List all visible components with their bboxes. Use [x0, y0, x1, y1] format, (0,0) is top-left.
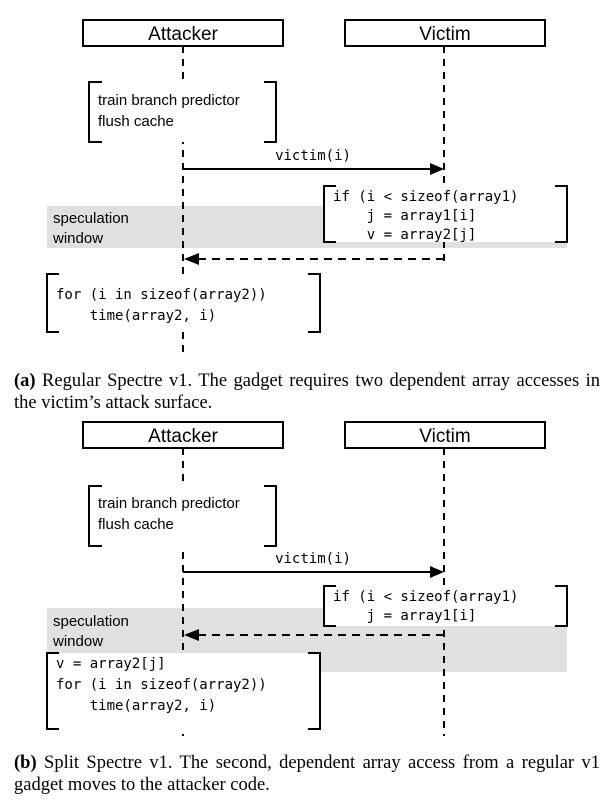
victim-code-line-1: if (i < sizeof(array1): [333, 189, 518, 205]
speculation-label-line-1: speculation: [53, 613, 129, 630]
attacker-prep-line-1: train branch predictor: [98, 92, 240, 109]
return-arrow-head: [184, 629, 199, 641]
attacker-code-box: [46, 273, 321, 333]
speculation-label-line-2: window: [52, 230, 103, 247]
call-arrow-head: [430, 566, 444, 578]
attacker-header-label: Attacker: [148, 24, 218, 45]
figure-b-diagram: Attacker Victim train branch predictor f…: [46, 421, 568, 736]
victim-header-label: Victim: [419, 24, 470, 45]
attacker-header-label: Attacker: [148, 426, 218, 447]
figure-a-caption: (a) Regular Spectre v1. The gadget requi…: [14, 370, 600, 414]
return-arrow-head: [184, 253, 199, 265]
figure-b-caption-tag: (b): [14, 753, 37, 773]
victim-header-box: [344, 421, 546, 449]
victim-code-box: [323, 585, 568, 627]
victim-code-line-3: v = array2[j]: [333, 227, 476, 243]
speculation-label-line-1: speculation: [53, 210, 129, 227]
attacker-code-line-3: time(array2, i): [56, 698, 216, 714]
figure-a-caption-tag: (a): [14, 371, 36, 391]
attacker-prep-box: [88, 81, 277, 143]
call-arrow-label: victim(i): [275, 148, 351, 164]
figure-a-caption-text: Regular Spectre v1. The gadget requires …: [14, 371, 601, 413]
victim-code-line-2: j = array1[i]: [333, 608, 476, 624]
attacker-code-line-1: for (i in sizeof(array2)): [56, 287, 267, 303]
figure-a-diagram: Attacker Victim train branch predictor f…: [46, 19, 568, 355]
attacker-prep-line-2: flush cache: [98, 113, 174, 130]
attacker-code-line-1: v = array2[j]: [56, 656, 166, 672]
attacker-prep-line-1: train branch predictor: [98, 495, 240, 512]
attacker-header-box: [82, 421, 284, 449]
attacker-code-box: [46, 652, 321, 730]
speculation-label-line-2: window: [52, 633, 103, 650]
victim-code-box: [323, 185, 568, 243]
attacker-code-line-2: for (i in sizeof(array2)): [56, 677, 267, 693]
figure-b-caption: (b) Split Spectre v1. The second, depend…: [14, 752, 600, 796]
attacker-code-line-2: time(array2, i): [56, 308, 216, 324]
attacker-prep-box: [88, 485, 277, 547]
victim-code-line-1: if (i < sizeof(array1): [333, 589, 518, 605]
attacker-header-box: [82, 19, 284, 47]
attacker-prep-line-2: flush cache: [98, 516, 174, 533]
victim-code-line-2: j = array1[i]: [333, 208, 476, 224]
call-arrow-head: [430, 163, 444, 175]
call-arrow-label: victim(i): [275, 551, 351, 567]
victim-header-label: Victim: [419, 426, 470, 447]
figure-b-caption-text: Split Spectre v1. The second, dependent …: [14, 753, 600, 795]
victim-header-box: [344, 19, 546, 47]
